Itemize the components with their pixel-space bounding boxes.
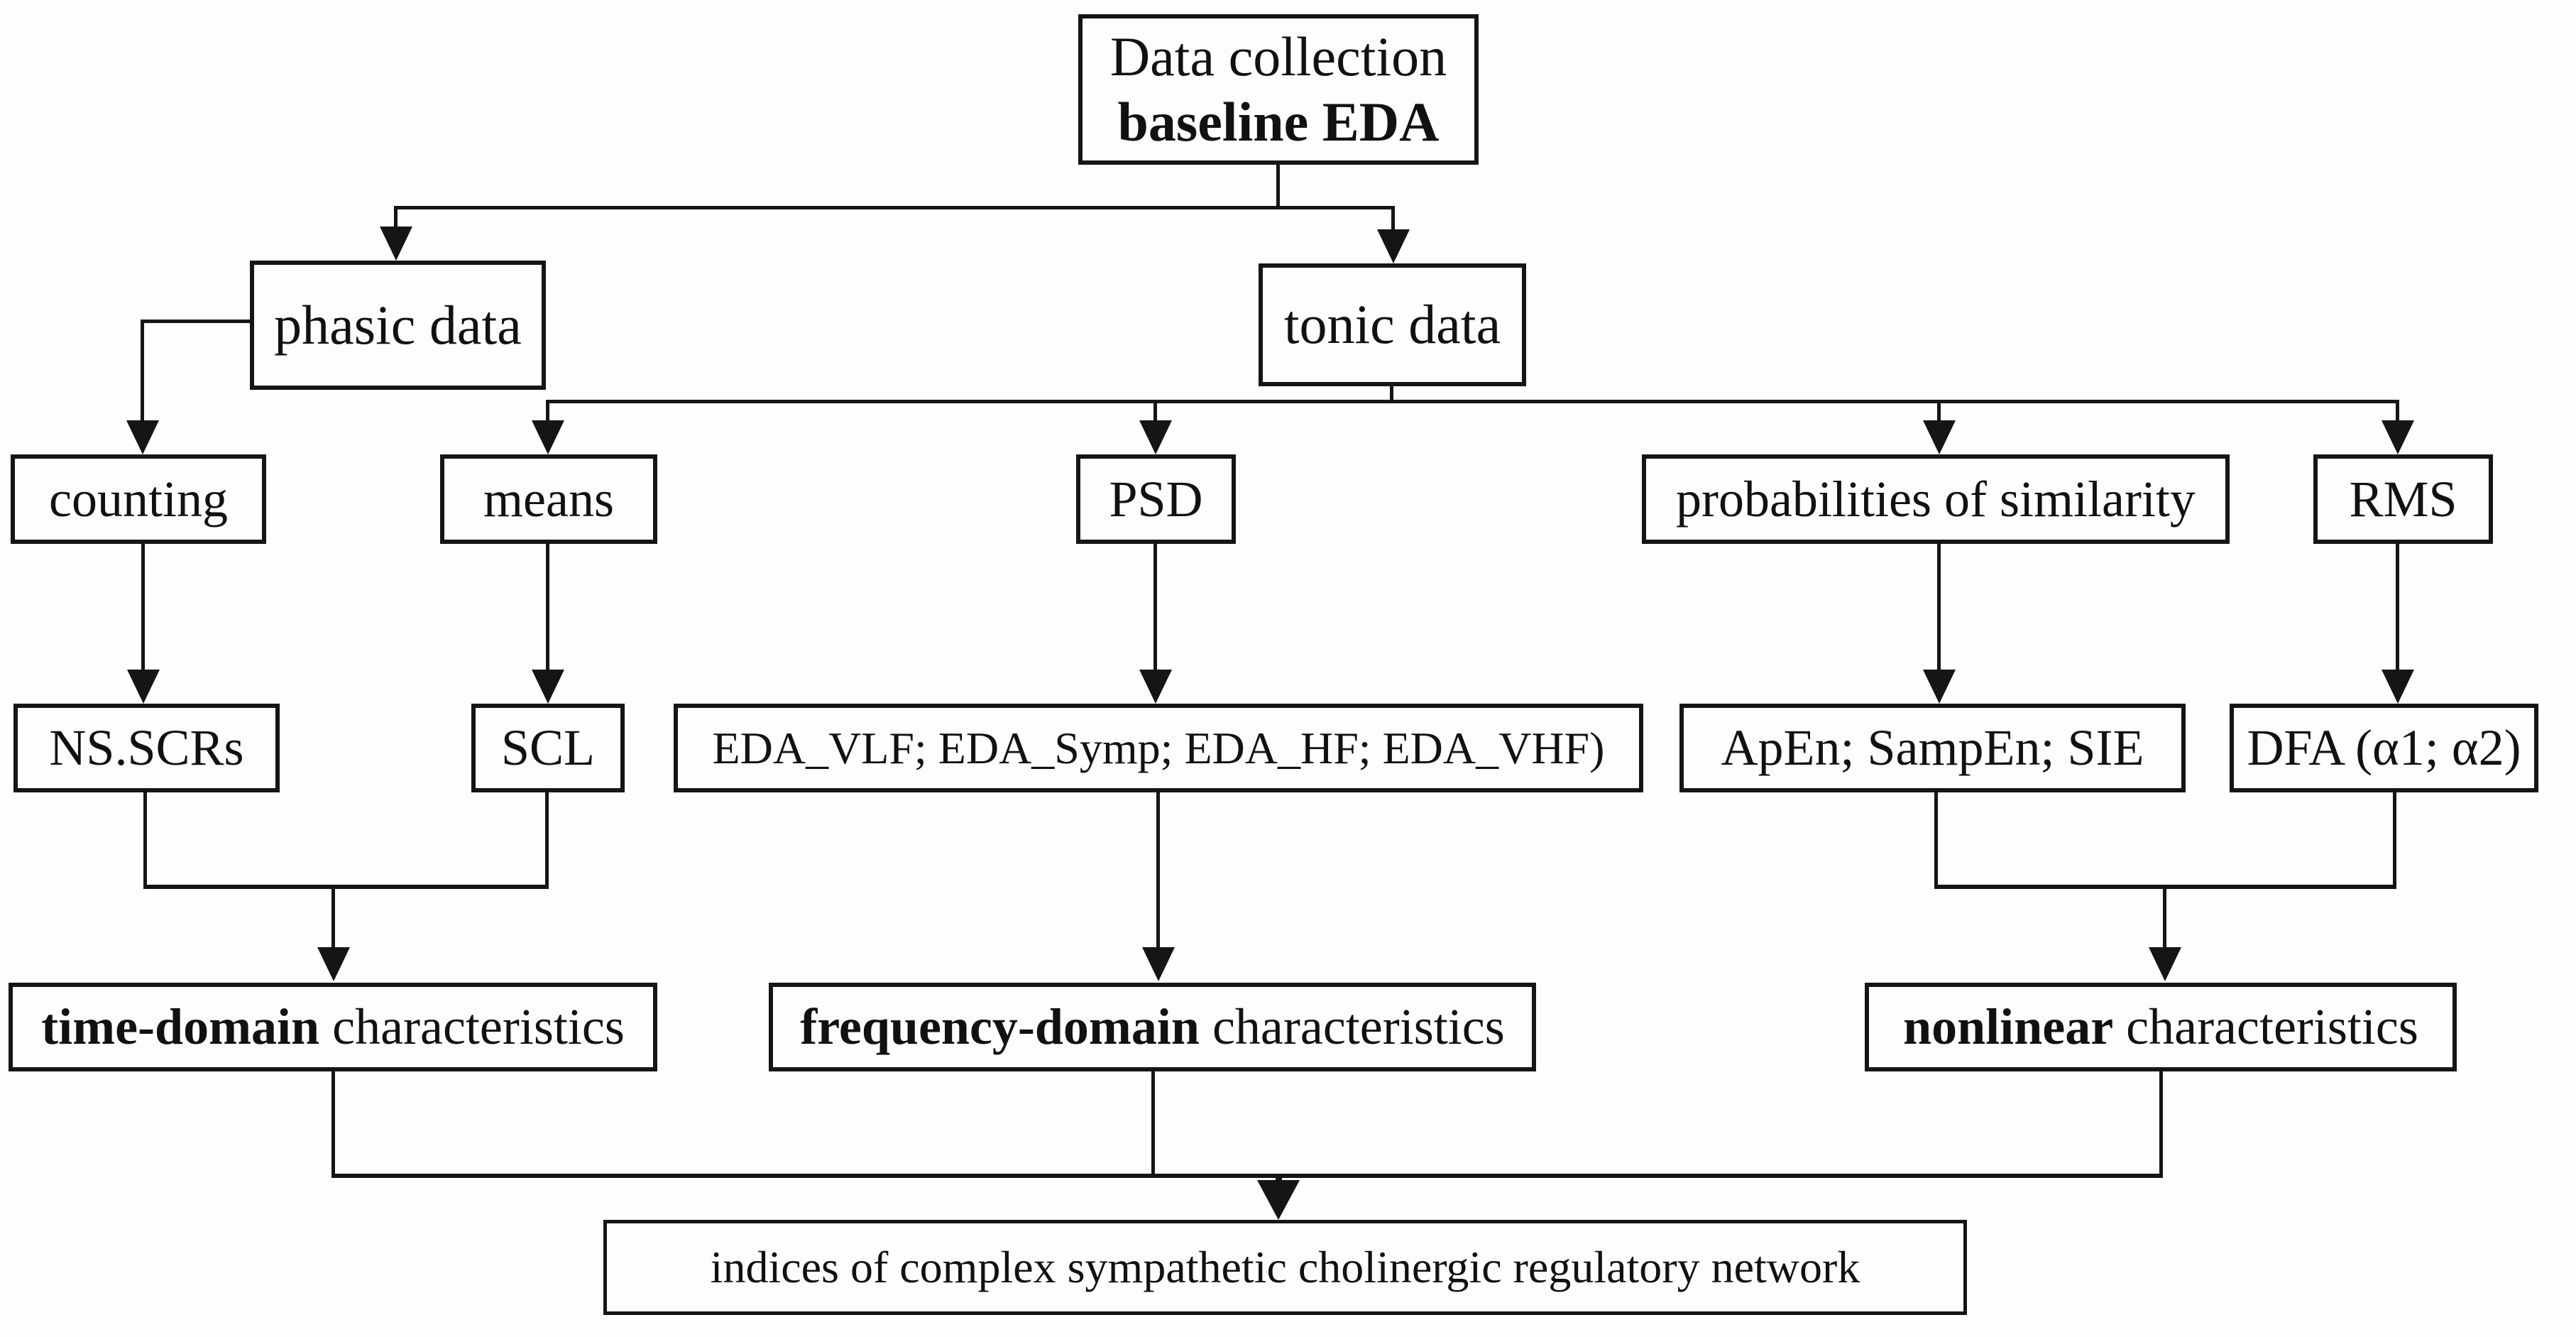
node-probabilities-of-similarity: probabilities of similarity [1642,454,2230,544]
node-eda-spectral-bands: EDA_VLF; EDA_Symp; EDA_HF; EDA_VHF) [674,704,1643,792]
connector-tonic-drop [1391,206,1395,233]
node-psd: PSD [1076,454,1236,544]
node-indices: indices of complex sympathetic cholinerg… [603,1220,1967,1315]
connector-frequency-domain-exit [1151,1071,1155,1178]
arrowhead-into-rms [2382,420,2414,454]
node-data-collection-line2: baseline EDA [1117,91,1440,153]
connector-branch-horizontal [394,206,1395,209]
arrowhead-into-psd [1139,420,1172,454]
connector-entropy-exit [1934,792,1938,888]
node-nonlinear-characteristics: nonlinear characteristics [1865,983,2457,1071]
arrowhead-into-frequency-domain [1142,947,1175,981]
connector-time-domain-exit [331,1071,335,1178]
node-indices-label: indices of complex sympathetic cholinerg… [710,1242,1860,1293]
node-time-domain-bold: time-domain [41,998,320,1056]
node-entropy-label: ApEn; SampEn; SIE [1721,719,2144,777]
node-frequency-domain-bold: frequency-domain [800,998,1200,1056]
node-phasic-data: phasic data [250,261,546,390]
arrowhead-into-means [532,420,564,454]
node-eda-spectral-label: EDA_VLF; EDA_Symp; EDA_HF; EDA_VHF) [712,722,1605,773]
node-nsscrs-label: NS.SCRs [49,719,244,777]
connector-means-to-scl [546,544,549,672]
connector-tonic-exit-vertical [1390,386,1393,403]
node-rms-label: RMS [2349,470,2457,528]
node-time-domain-characteristics: time-domain characteristics [9,983,657,1071]
connector-counting-to-nsscrs [141,544,145,672]
arrowhead-into-tonic [1377,229,1410,263]
connector-eda-to-frequency [1156,792,1160,950]
node-nonlinear-text: nonlinear characteristics [1903,997,2418,1057]
connector-dfa-exit [2393,792,2396,888]
arrowhead-into-time-domain [317,947,350,981]
node-time-domain-text: time-domain characteristics [41,997,625,1057]
node-dfa-label: DFA (α1; α2) [2247,719,2521,777]
node-means-label: means [483,470,614,528]
arrowhead-into-nonlinear [2149,947,2181,981]
arrowhead-into-scl [532,670,564,704]
arrowhead-into-dfa [2382,670,2414,704]
connector-phasic-elbow-horizontal [141,320,250,323]
connector-probabilities-to-entropy [1937,544,1941,672]
connector-rms-drop [2396,400,2399,423]
node-counting-label: counting [49,470,228,528]
arrowhead-into-probabilities [1923,420,1956,454]
node-scl: SCL [471,704,625,792]
connector-nsscrs-exit [143,792,147,888]
node-entropy-measures: ApEn; SampEn; SIE [1679,704,2186,792]
node-means: means [440,454,657,544]
node-rms: RMS [2313,454,2493,544]
connector-phasic-drop [394,206,398,230]
connector-probabilities-drop [1937,400,1941,423]
connector-indices-drop [1276,1174,1282,1185]
node-phasic-data-label: phasic data [274,293,522,356]
connector-phasic-elbow-vertical [141,320,144,422]
connector-time-merge-horizontal [143,885,549,889]
arrowhead-into-phasic [380,227,412,261]
connector-time-merge-drop [331,885,335,950]
connector-rms-to-dfa [2396,544,2399,672]
node-time-domain-rest: characteristics [319,998,625,1056]
connector-scl-exit [545,792,549,888]
node-tonic-data: tonic data [1259,263,1526,386]
node-data-collection: Data collection baseline EDA [1078,14,1479,165]
node-frequency-domain-text: frequency-domain characteristics [800,997,1504,1057]
node-psd-label: PSD [1109,470,1203,528]
connector-nonlinear-merge-drop [2163,885,2166,950]
connector-bottom-bus-horizontal [331,1174,2163,1178]
node-scl-label: SCL [500,719,596,777]
connector-means-drop [546,400,549,423]
node-counting: counting [11,454,266,544]
arrowhead-into-indices [1257,1180,1300,1220]
node-nonlinear-bold: nonlinear [1903,998,2114,1056]
connector-top-exit-vertical [1276,165,1280,209]
arrowhead-into-counting [126,420,159,454]
node-frequency-domain-characteristics: frequency-domain characteristics [769,983,1536,1071]
node-nsscrs: NS.SCRs [13,704,280,792]
arrowhead-into-entropy [1923,670,1956,704]
node-frequency-domain-rest: characteristics [1199,998,1505,1056]
connector-tonic-bus-horizontal [546,400,2399,403]
connector-psd-to-eda [1153,544,1157,672]
node-data-collection-line1: Data collection [1109,25,1447,87]
connector-psd-drop [1153,400,1157,423]
node-probabilities-label: probabilities of similarity [1676,470,2196,528]
node-dfa: DFA (α1; α2) [2230,704,2538,792]
arrowhead-into-nsscrs [127,670,160,704]
arrowhead-into-eda [1139,670,1172,704]
connector-nonlinear-exit [2159,1071,2163,1178]
node-tonic-data-label: tonic data [1283,293,1501,356]
node-nonlinear-rest: characteristics [2113,998,2418,1056]
